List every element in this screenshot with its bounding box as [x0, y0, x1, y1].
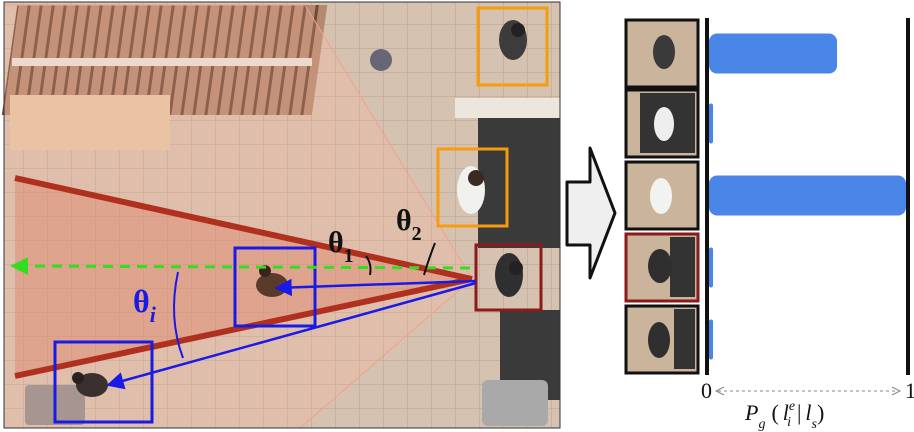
- axis-arrow-left-head: [714, 386, 725, 396]
- bar-3: [709, 175, 906, 216]
- arrow-to-center: [274, 278, 477, 297]
- person-mid-right: [457, 166, 485, 214]
- photo-border: [3, 1, 561, 429]
- bar-5: [709, 319, 713, 360]
- thumbnail-2: [624, 88, 700, 159]
- axis-arrow-right-head: [891, 386, 902, 396]
- light-walkway: [455, 98, 560, 118]
- bar-2: [709, 103, 713, 144]
- thumbnail-5: [624, 304, 700, 375]
- gaze-direction-arrow: [10, 257, 471, 276]
- thumbnail-4: [624, 232, 700, 303]
- thumbnail-1: [624, 18, 700, 89]
- label-thetai: θi: [133, 283, 157, 327]
- box-orange-mid: [436, 147, 509, 228]
- person-top-right: [499, 20, 527, 60]
- person-observer: [495, 253, 523, 297]
- camera-scene: θ1 θ2 θi: [1, 1, 561, 429]
- bench-bottom-right: [482, 380, 548, 426]
- arc-theta2: [423, 242, 436, 276]
- thumbnail-3: [624, 160, 700, 231]
- dark-mat-top: [478, 118, 560, 248]
- cone-edge-upper: [14, 175, 473, 282]
- label-theta2: θ2: [396, 204, 422, 245]
- big-right-arrow: [565, 146, 617, 280]
- box-darkred-observer: [474, 243, 543, 312]
- fov-cone-fill: [15, 178, 472, 376]
- box-orange-top: [476, 6, 549, 87]
- trash-bin: [370, 49, 392, 71]
- stair-landing: [10, 95, 170, 150]
- arc-theta1: [365, 255, 372, 276]
- person-bottom-left: [72, 372, 108, 397]
- bar-4: [709, 247, 713, 288]
- tick-label-0: 0: [701, 378, 712, 403]
- arc-thetai: [173, 271, 184, 359]
- arrow-to-bottom-left: [106, 281, 477, 390]
- tick-label-1: 1: [905, 378, 914, 403]
- thumbnail-column: [624, 18, 700, 375]
- stair-railing: [12, 58, 312, 66]
- label-theta1: θ1: [328, 226, 354, 267]
- bar-1: [709, 33, 838, 74]
- box-blue-bottom-left: [53, 340, 154, 424]
